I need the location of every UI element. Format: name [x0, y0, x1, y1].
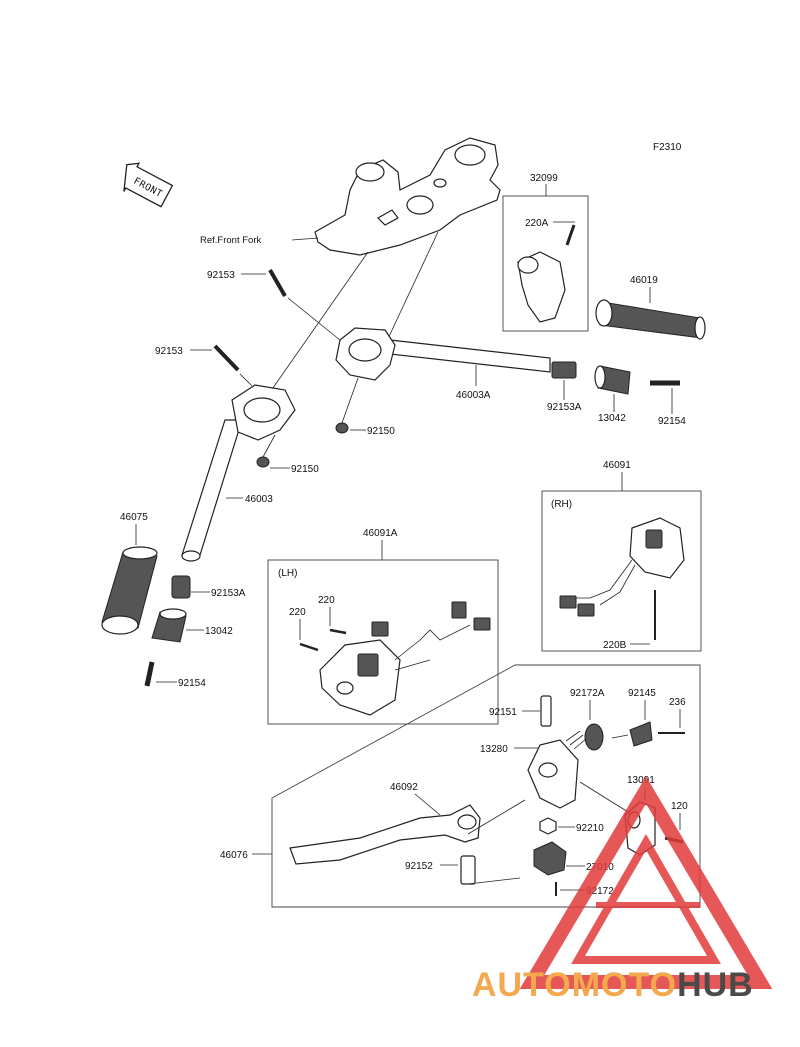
upper-triple-clamp — [314, 137, 501, 256]
left-handlebar — [181, 384, 296, 562]
label-46003: 46003 — [245, 494, 273, 505]
label-92172A: 92172A — [570, 688, 605, 699]
rh-side-label: (RH) — [551, 499, 572, 510]
label-92151: 92151 — [489, 707, 517, 718]
label-92172: 92172 — [586, 886, 614, 897]
label-220B: 220B — [603, 640, 627, 651]
clip-spring — [629, 721, 653, 747]
right-grip — [595, 299, 706, 340]
label-92150-left: 92150 — [291, 464, 319, 475]
clutch-lever — [289, 804, 481, 865]
label-236: 236 — [669, 697, 686, 708]
label-13091: 13091 — [627, 775, 655, 786]
label-32099: 32099 — [530, 173, 558, 184]
adjuster-dial — [565, 723, 604, 751]
label-92154-left: 92154 — [178, 678, 206, 689]
label-92150-center: 92150 — [367, 426, 395, 437]
label-92153-left: 92153 — [155, 346, 183, 357]
label-220-b: 220 — [289, 607, 306, 618]
pivot-collar — [460, 855, 476, 885]
label-46076: 46076 — [220, 850, 248, 861]
bar-end-right — [594, 365, 631, 395]
rh-switch-box — [541, 490, 702, 652]
bar-end-weight-right — [551, 361, 577, 379]
figure-code: F2310 — [653, 142, 682, 153]
bar-end-left — [151, 608, 187, 643]
watermark-text: AUTOMOTOHUB — [472, 966, 754, 1004]
left-grip — [101, 546, 158, 635]
label-46091: 46091 — [603, 460, 631, 471]
label-92152: 92152 — [405, 861, 433, 872]
bar-end-weight-left — [171, 575, 191, 599]
label-92210: 92210 — [576, 823, 604, 834]
throttle-housing-box — [502, 195, 589, 332]
label-92153-top: 92153 — [207, 270, 235, 281]
label-46003A: 46003A — [456, 390, 491, 401]
label-46092: 46092 — [390, 782, 418, 793]
label-46091A: 46091A — [363, 528, 398, 539]
lh-switch-housing — [319, 601, 491, 716]
pivot-bolt — [540, 695, 552, 727]
watermark-logo — [519, 776, 773, 989]
label-92153A-left: 92153A — [211, 588, 246, 599]
lever-assembly-box — [271, 664, 701, 908]
label-92145: 92145 — [628, 688, 656, 699]
switch-block — [533, 841, 567, 876]
rh-switch-housing — [559, 517, 685, 617]
label-13042-right: 13042 — [598, 413, 626, 424]
ref-front-fork-label: Ref.Front Fork — [200, 235, 261, 246]
label-220A: 220A — [525, 218, 549, 229]
label-220-a: 220 — [318, 595, 335, 606]
nut — [539, 817, 557, 835]
label-92154-right: 92154 — [658, 416, 686, 427]
label-92153A-right: 92153A — [547, 402, 582, 413]
lever-bracket — [527, 739, 579, 809]
label-13042-left: 13042 — [205, 626, 233, 637]
front-arrow: FRONT — [123, 162, 174, 208]
label-46019: 46019 — [630, 275, 658, 286]
label-13280: 13280 — [480, 744, 508, 755]
lh-switch-box — [267, 559, 499, 725]
label-120: 120 — [671, 801, 688, 812]
label-46075: 46075 — [120, 512, 148, 523]
right-handlebar — [335, 327, 551, 381]
lh-side-label: (LH) — [278, 568, 297, 579]
